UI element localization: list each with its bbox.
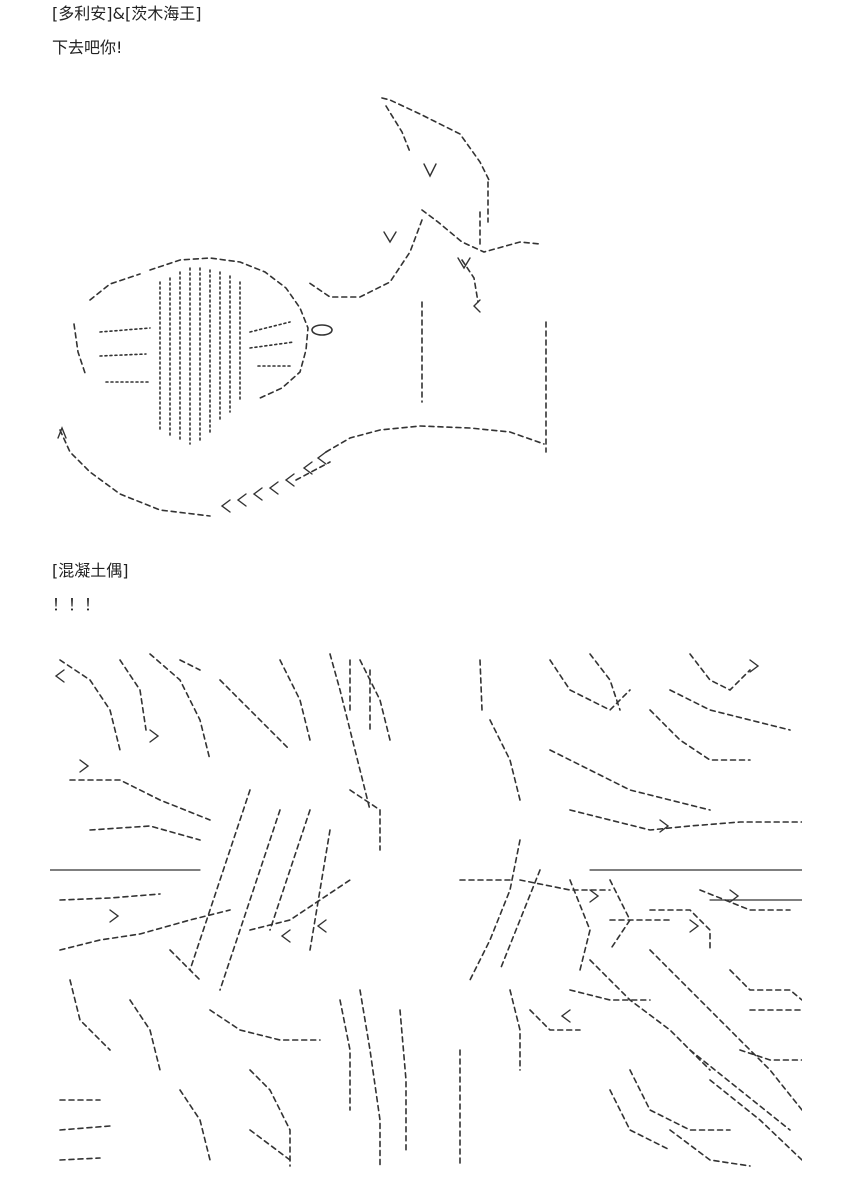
speaker-label-2: [混凝土偶] [52, 561, 129, 580]
dialogue-text-1: 下去吧你! [52, 38, 123, 57]
impact-scene-ascii-art-icon [50, 650, 802, 1170]
dialogue-text-2: ！！！ [52, 595, 101, 614]
speaker-label-1: [多利安]&[茨木海王] [52, 4, 202, 23]
kick-scene-ascii-art-icon [50, 92, 550, 532]
